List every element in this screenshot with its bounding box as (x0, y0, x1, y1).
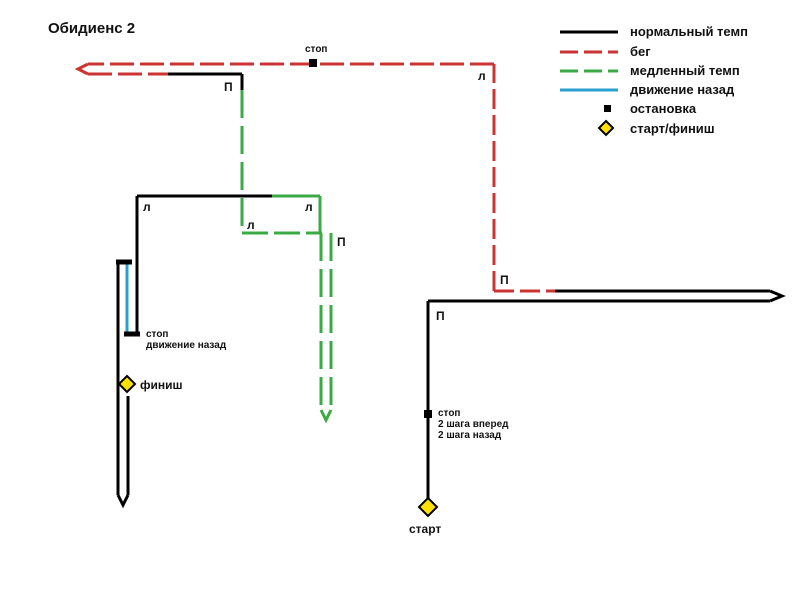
label-turn-l-top: л (478, 69, 486, 83)
label-stop-start-1: стоп (438, 408, 460, 419)
legend: нормальный темп бег медленный темп движе… (560, 24, 748, 137)
legend-stop-swatch (604, 105, 611, 112)
route-left-arrow-tip (74, 62, 89, 76)
stop-marker-top (309, 59, 317, 67)
legend-run-label: бег (630, 44, 651, 59)
legend-diamond-swatch (597, 119, 615, 137)
stop-marker-start (424, 410, 432, 418)
label-turn-p-start: П (436, 309, 445, 323)
label-turn-l-green-top: л (305, 200, 313, 214)
finish-diamond (117, 374, 137, 394)
legend-back-label: движение назад (630, 82, 735, 97)
legend-slow-label: медленный темп (630, 63, 740, 78)
route-finish-bottom-tip (116, 494, 130, 509)
label-turn-l-green-bottom: л (247, 218, 255, 232)
start-diamond (417, 496, 439, 518)
label-stop-back-2: движение назад (146, 340, 227, 351)
label-stop-start-2: 2 шага вперед (438, 419, 509, 430)
route-slow-bottom-tip (319, 409, 333, 424)
label-turn-p-top: П (224, 80, 233, 94)
diagram-title: Обидиенс 2 (48, 20, 135, 37)
label-stop-start-3: 2 шага назад (438, 430, 502, 441)
legend-stop-label: остановка (630, 101, 697, 116)
label-stop-top: стоп (305, 44, 327, 55)
label-turn-l-mid: л (143, 200, 151, 214)
label-finish: финиш (140, 378, 183, 392)
label-turn-p-red: П (500, 273, 509, 287)
label-turn-p-green: П (337, 235, 346, 249)
legend-startfinish-label: старт/финиш (630, 121, 715, 136)
label-stop-back-1: стоп (146, 329, 168, 340)
label-start: старт (409, 522, 441, 536)
legend-normal-label: нормальный темп (630, 24, 748, 39)
route-right-arrow-tip (769, 289, 786, 303)
